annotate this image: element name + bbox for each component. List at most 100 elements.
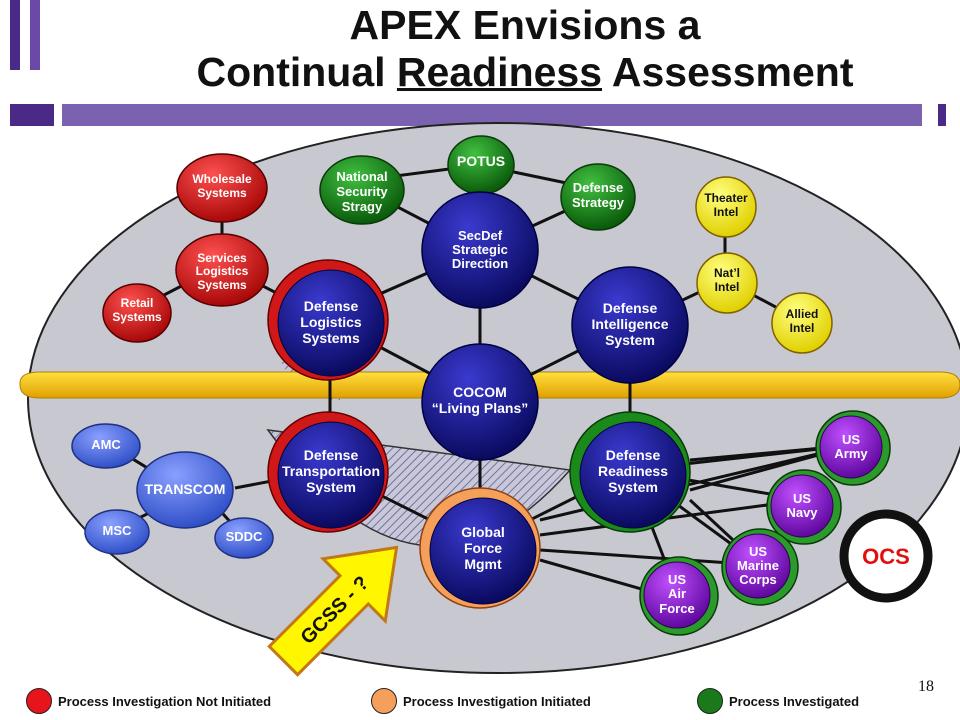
transcom-node: TRANSCOM	[136, 451, 234, 529]
natsec-line-3: Stragy	[342, 199, 383, 214]
title-line-2: Continual Readiness Assessment	[0, 49, 960, 96]
marine-line-1: US	[749, 544, 767, 559]
sddc-node: SDDC	[214, 517, 274, 559]
marine-line-2: Marine	[737, 558, 779, 573]
green-circle-icon	[697, 688, 723, 714]
amc-node: AMC	[71, 423, 141, 469]
title-line-1: APEX Envisions a	[349, 2, 701, 48]
navy-line-1: US	[793, 491, 811, 506]
natl-line-1: Nat’l	[714, 266, 740, 280]
theater-line-2: Intel	[714, 205, 739, 219]
defready-line-3: System	[608, 479, 658, 495]
legend-label: Process Investigated	[729, 693, 860, 709]
allied-line-1: Allied	[786, 307, 819, 321]
secdef-line-2: Strategic	[452, 242, 508, 257]
airforce-line-2: Air	[668, 586, 686, 601]
secdef-line-3: Direction	[452, 256, 508, 271]
army-line-2: Army	[834, 446, 868, 461]
defready-line-2: Readiness	[598, 463, 668, 479]
legend: Process Investigation Not Initiated Proc…	[0, 684, 960, 720]
defintel-line-1: Defense	[603, 300, 658, 316]
title-line-2-start: Continual	[196, 49, 397, 95]
defintel-line-3: System	[605, 332, 655, 348]
page-title: APEX Envisions a Continual Readiness Ass…	[0, 2, 960, 96]
theater-line-1: Theater	[704, 191, 748, 205]
defstrat-line-2: Strategy	[572, 195, 625, 210]
legend-label: Process Investigation Not Initiated	[58, 693, 272, 709]
deftrans-line-3: System	[306, 479, 356, 495]
sddc-label: SDDC	[226, 529, 263, 544]
cocom-line-2: “Living Plans”	[432, 400, 528, 416]
gfm-line-1: Global	[461, 524, 505, 540]
ocs-label: OCS	[862, 544, 910, 569]
servlog-line-2: Logistics	[196, 264, 249, 278]
deco-bars	[10, 0, 946, 126]
navy-line-2: Navy	[786, 505, 818, 520]
defready-line-1: Defense	[606, 447, 661, 463]
gfm-line-3: Mgmt	[464, 556, 502, 572]
natsec-line-1: National	[336, 169, 387, 184]
secdef-line-1: SecDef	[458, 228, 503, 243]
deflog-line-1: Defense	[304, 298, 359, 314]
deftrans-line-2: Transportation	[282, 463, 380, 479]
legend-item-initiated: Process Investigation Initiated	[371, 686, 591, 716]
servlog-line-1: Services	[197, 251, 247, 265]
cocom-line-1: COCOM	[453, 384, 507, 400]
airforce-line-1: US	[668, 572, 686, 587]
deflog-line-3: Systems	[302, 330, 360, 346]
natl-line-2: Intel	[715, 280, 740, 294]
wholesale-line-1: Wholesale	[192, 172, 252, 186]
legend-item-investigated: Process Investigated	[697, 686, 859, 716]
deco-block	[10, 104, 54, 126]
retail-line-1: Retail	[121, 296, 154, 310]
retail-line-2: Systems	[112, 310, 162, 324]
cocom-living-plans-node: COCOM“Living Plans”	[421, 343, 539, 461]
orange-circle-icon	[371, 688, 397, 714]
legend-item-not-initiated: Process Investigation Not Initiated	[26, 686, 271, 716]
gfm-line-2: Force	[464, 540, 502, 556]
deftrans-line-1: Defense	[304, 447, 359, 463]
defstrat-line-1: Defense	[573, 180, 624, 195]
ocs-badge: OCS	[839, 509, 933, 603]
deflog-line-2: Logistics	[300, 314, 362, 330]
natsec-line-2: Security	[336, 184, 388, 199]
red-circle-icon	[26, 688, 52, 714]
transcom-label: TRANSCOM	[145, 481, 226, 497]
defintel-line-2: Intelligence	[591, 316, 668, 332]
page-number: 18	[918, 678, 934, 695]
title-line-2-end: Assessment	[602, 49, 854, 95]
